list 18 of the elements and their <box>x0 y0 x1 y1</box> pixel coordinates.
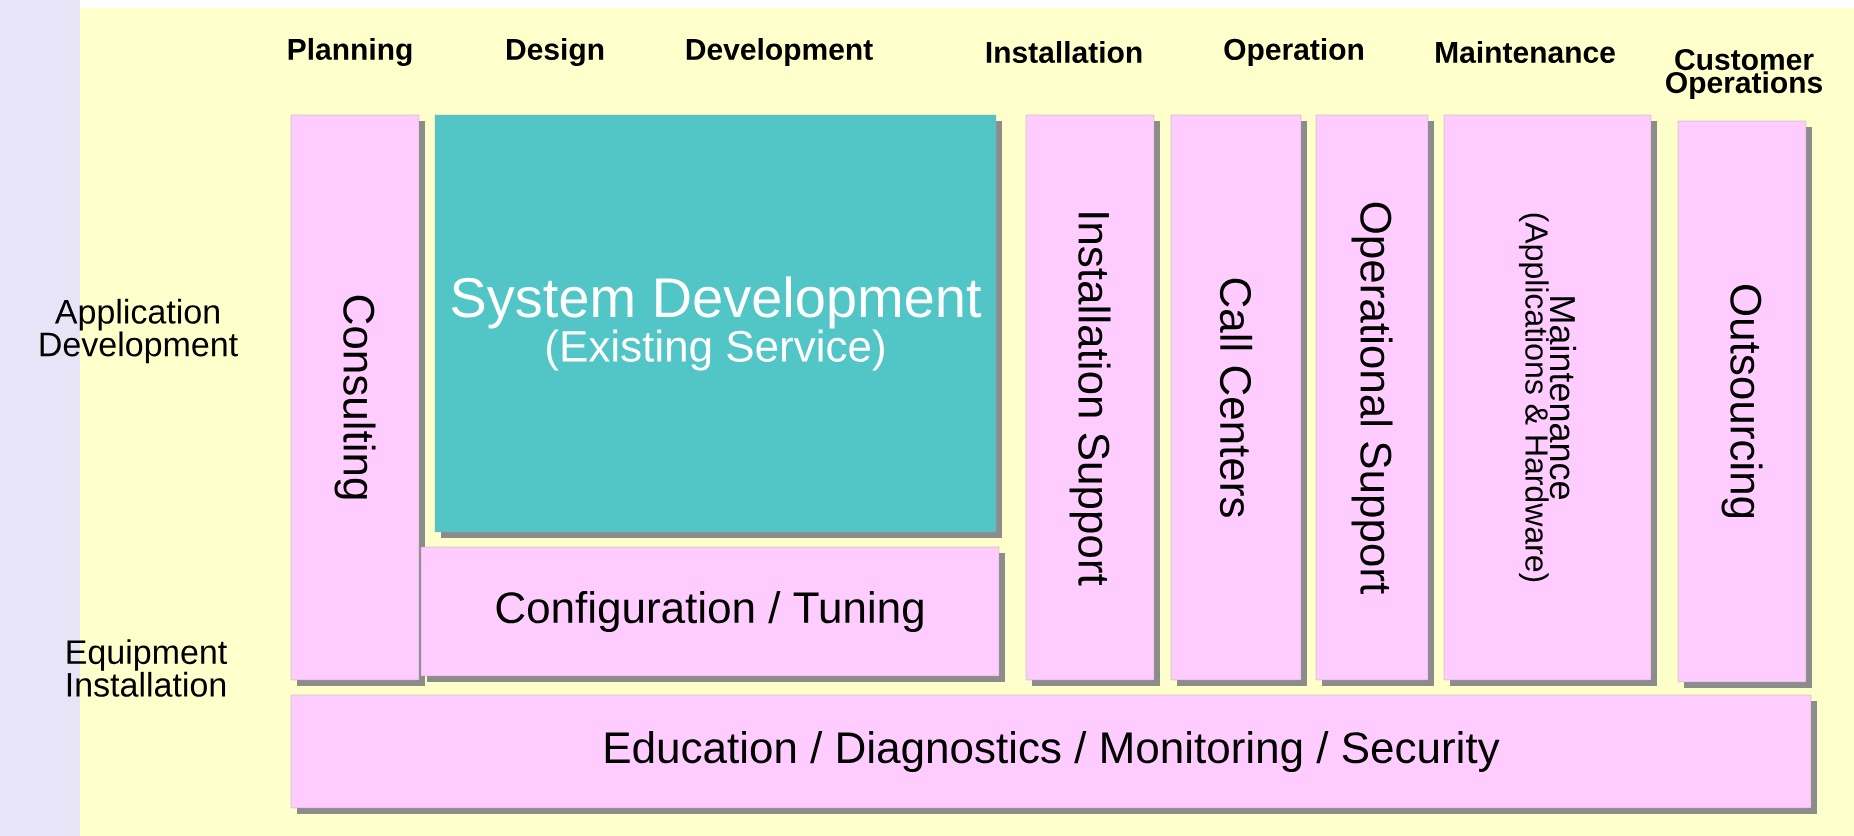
service-column: Consulting <box>290 114 425 686</box>
column-heading: Development <box>686 38 873 66</box>
column-heading: Customer Operations <box>1666 48 1822 100</box>
service-box: System Development (Existing Service) <box>434 114 1002 538</box>
column-heading: Design <box>507 37 604 67</box>
service-bar: Education / Diagnostics / Monitoring / Security <box>290 694 1817 814</box>
service-column: Operational Support <box>1315 114 1434 686</box>
service-column: Installation Support <box>1025 114 1160 686</box>
column-heading: Planning <box>288 37 412 67</box>
column-heading: Operation <box>1224 38 1363 66</box>
service-column: Call Centers <box>1170 114 1307 686</box>
row-label: Application Development <box>40 298 238 364</box>
column-heading: Installation <box>986 41 1142 63</box>
row-label: Equipment Installation <box>67 639 227 697</box>
column-heading: Maintenance <box>1436 41 1615 63</box>
service-column: Outsourcing <box>1677 120 1812 688</box>
service-column: Maintenance (Applications & Hardware) <box>1443 114 1657 686</box>
service-box: Configuration / Tuning <box>420 546 1005 682</box>
